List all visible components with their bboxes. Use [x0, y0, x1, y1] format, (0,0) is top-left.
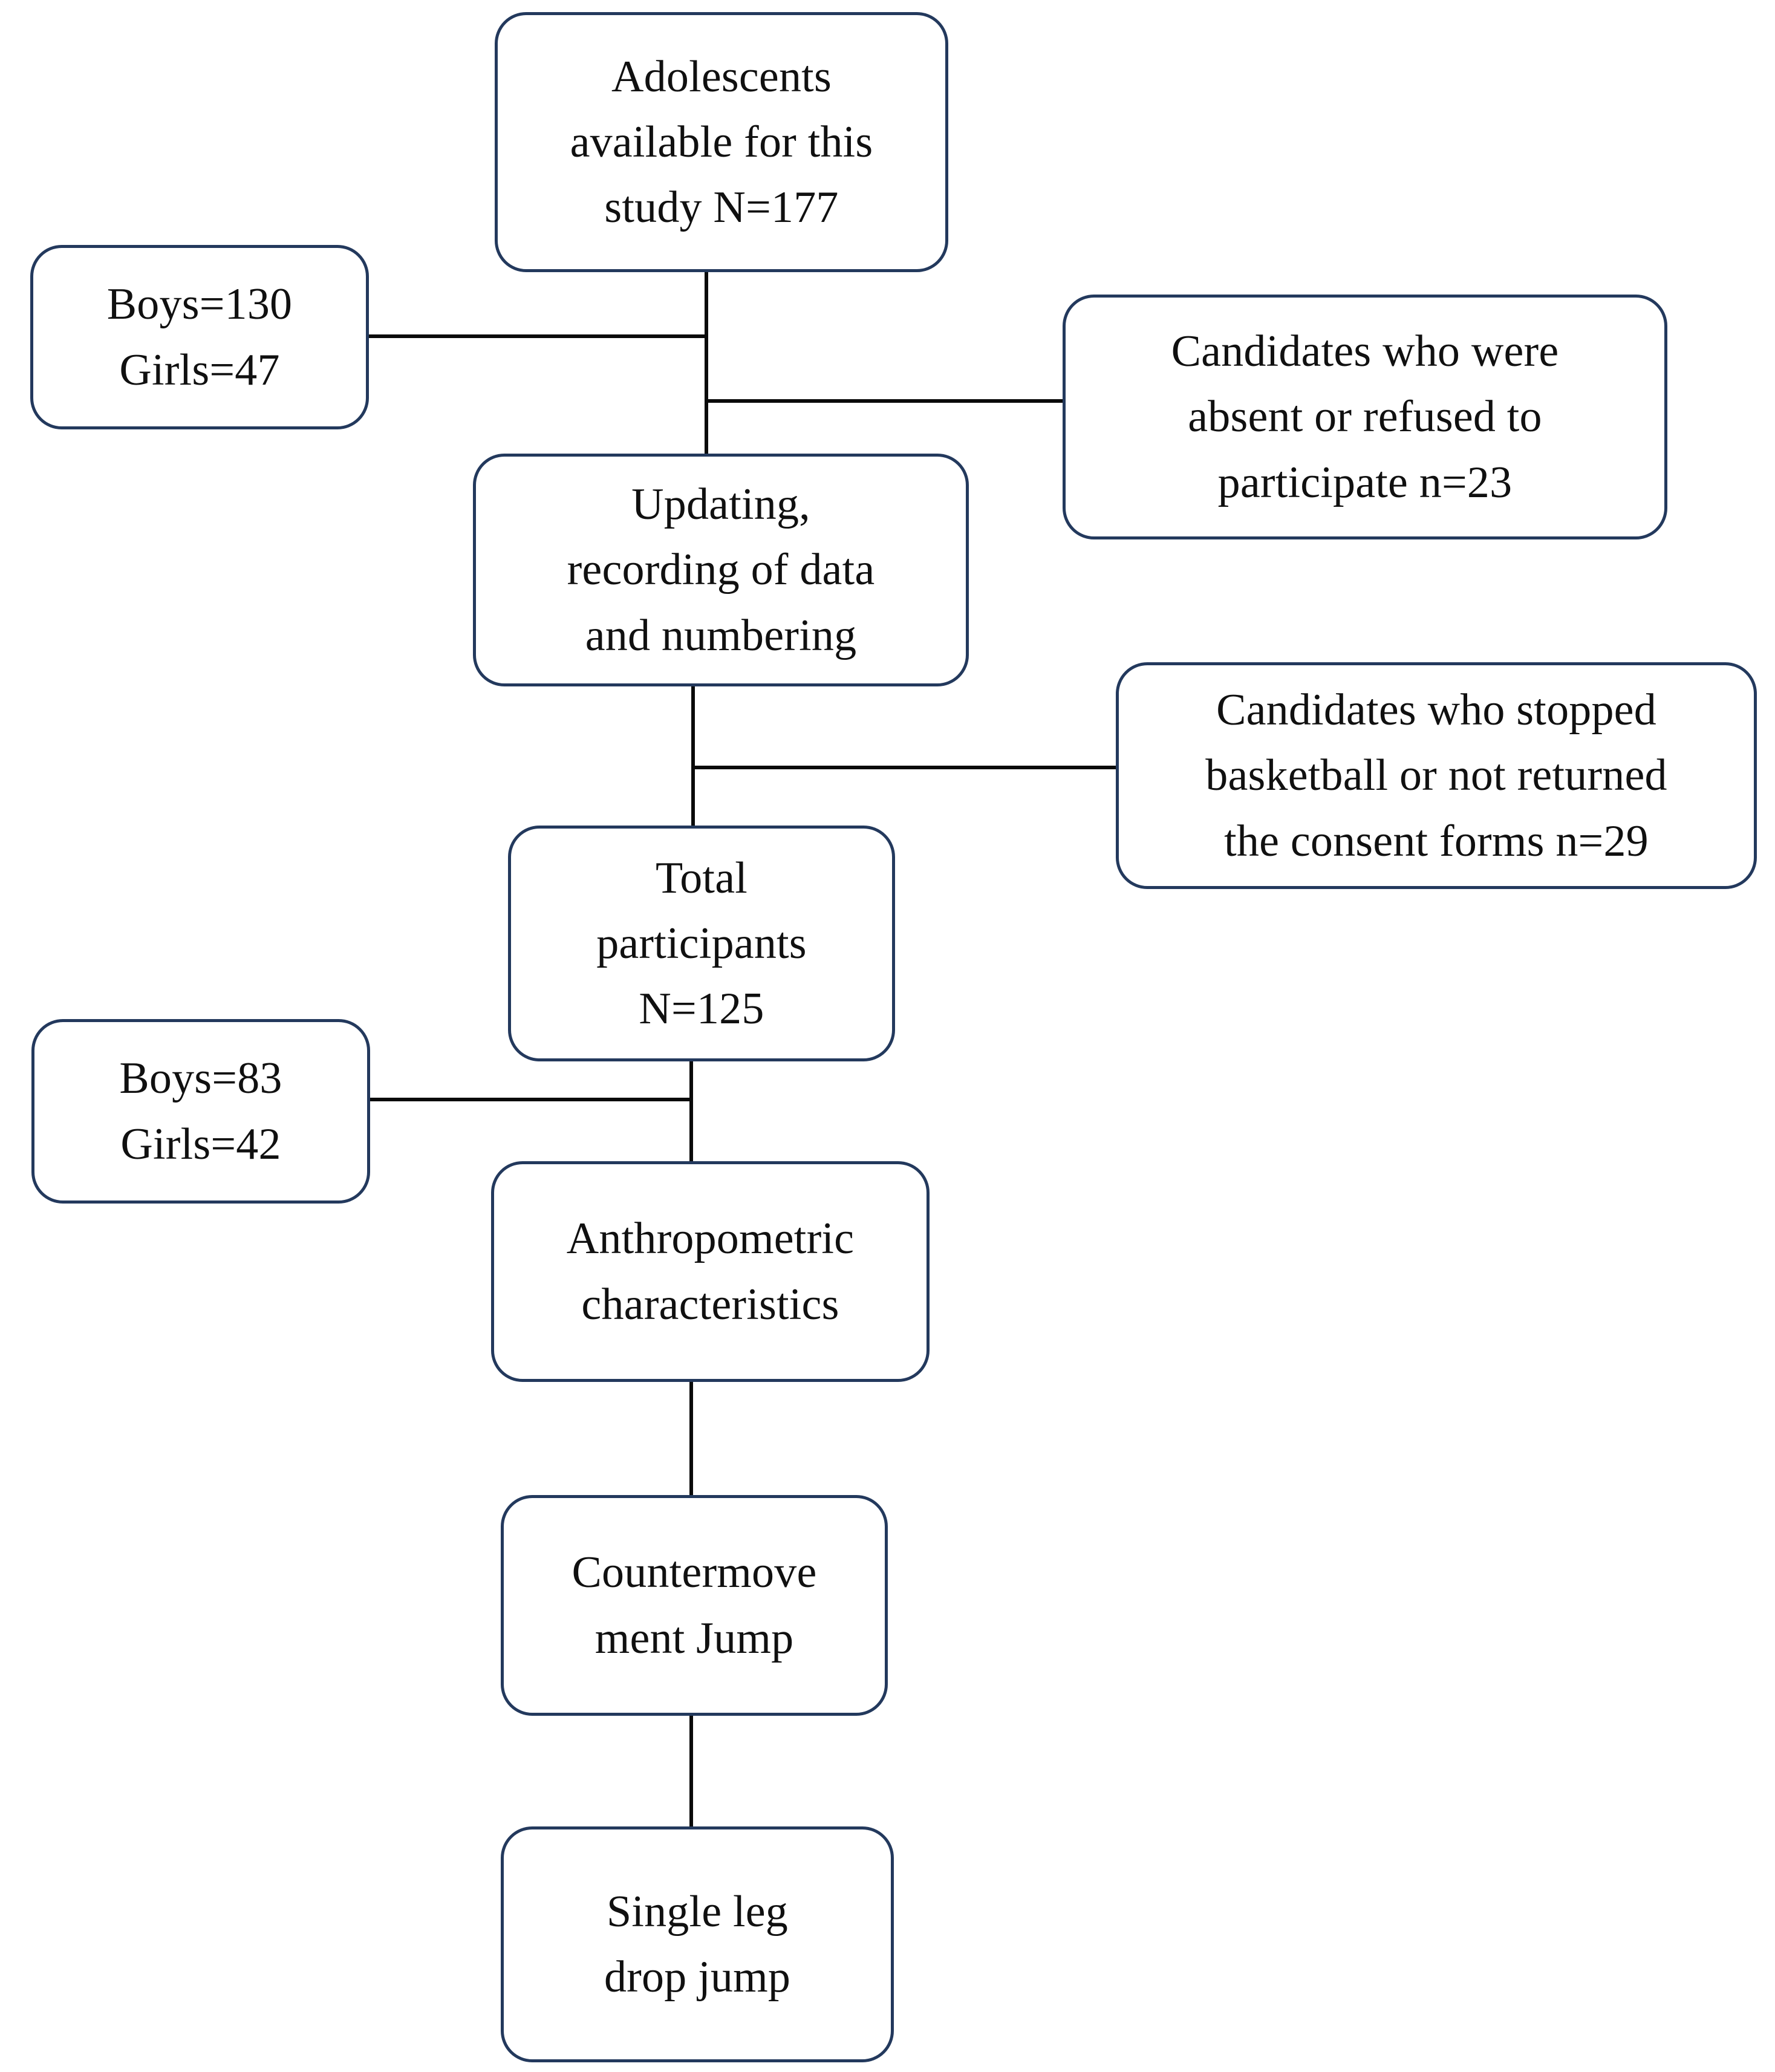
total-participants-node: Total participants N=125: [508, 826, 895, 1061]
adolescents-available-node: Adolescents available for this study N=1…: [495, 12, 948, 272]
anthropometric-node: Anthropometric characteristics: [491, 1161, 930, 1382]
node-label: Boys=83 Girls=42: [119, 1054, 282, 1169]
node-label: Adolescents available for this study N=1…: [570, 51, 873, 233]
connector-to-stopped-basketball: [691, 766, 1118, 769]
connector-cmj-to-drop-jump: [689, 1715, 693, 1828]
connector-total-to-anthropometric: [689, 1060, 693, 1164]
stopped-basketball-node: Candidates who stopped basketball or not…: [1116, 662, 1757, 889]
connector-to-sex-split-initial: [368, 334, 708, 338]
sex-split-initial-node: Boys=130 Girls=47: [30, 245, 369, 429]
node-label: Single leg drop jump: [604, 1886, 791, 2002]
single-leg-drop-jump-node: Single leg drop jump: [501, 1826, 894, 2062]
node-label: Total participants N=125: [596, 853, 807, 1034]
connector-to-absent-or-refused: [705, 399, 1064, 403]
connector-adolescents-to-updating: [705, 272, 708, 455]
connector-updating-to-total: [691, 686, 695, 827]
node-label: Candidates who were absent or refused to…: [1171, 327, 1559, 507]
node-label: Candidates who stopped basketball or not…: [1205, 685, 1667, 866]
node-label: Countermove ment Jump: [572, 1548, 817, 1663]
connector-anthropometric-to-cmj: [689, 1381, 693, 1497]
node-label: Updating, recording of data and numberin…: [567, 480, 875, 660]
node-label: Anthropometric characteristics: [566, 1214, 855, 1329]
countermovement-jump-node: Countermove ment Jump: [501, 1495, 888, 1716]
connector-to-sex-split-final: [369, 1098, 692, 1101]
absent-or-refused-node: Candidates who were absent or refused to…: [1063, 295, 1667, 539]
sex-split-final-node: Boys=83 Girls=42: [31, 1019, 370, 1204]
updating-recording-node: Updating, recording of data and numberin…: [473, 454, 969, 686]
node-label: Boys=130 Girls=47: [106, 279, 293, 395]
